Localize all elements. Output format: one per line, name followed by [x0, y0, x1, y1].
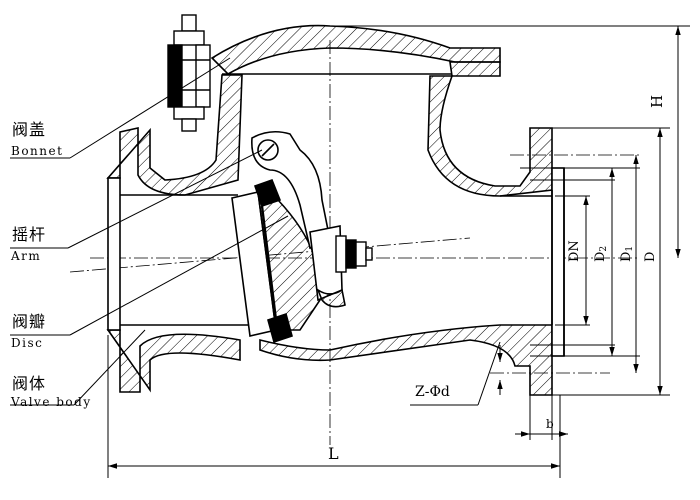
dim-label-D1-base: D [619, 251, 634, 262]
disc-part [231, 178, 322, 344]
dimension-lines [107, 25, 690, 478]
valve-body-part [106, 74, 565, 396]
label-disc-en: Disc [11, 336, 44, 350]
label-arm-cn: 摇杆 [12, 225, 47, 244]
dim-label-H: H [648, 94, 666, 108]
label-body-cn: 阀体 [12, 374, 47, 393]
label-body-en: Valve body [11, 395, 92, 409]
dim-label-D: D [643, 251, 658, 262]
dim-label-D2-sub: 2 [599, 245, 609, 252]
label-disc-cn: 阀瓣 [12, 312, 47, 331]
disc-nut [335, 235, 373, 273]
dim-label-L: L [328, 444, 339, 463]
label-bonnet-cn: 阀盖 [12, 120, 47, 139]
dim-label-D2-base: D [593, 251, 608, 262]
leader-lines [10, 57, 501, 406]
arm-part [251, 130, 346, 308]
dim-label-DN: DN [567, 240, 582, 262]
bonnet-part [210, 24, 501, 77]
dim-label-b: b [546, 417, 554, 431]
dim-label-D2: D2 [593, 245, 611, 262]
dim-label-D1-sub: 1 [625, 245, 635, 252]
label-bonnet-en: Bonnet [11, 144, 64, 158]
bonnet-bolt [167, 14, 211, 132]
label-arm-en: Arm [11, 249, 42, 263]
dim-label-hole: Z-Φd [415, 384, 450, 400]
dim-label-D1: D1 [619, 245, 637, 262]
